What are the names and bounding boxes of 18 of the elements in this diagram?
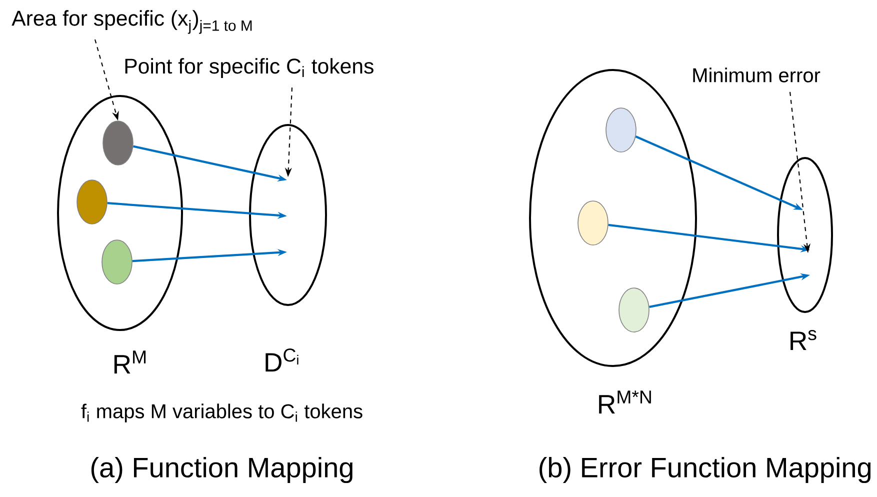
set-ellipse <box>777 157 833 313</box>
description-text: f$_{i}$ maps M variables to C$_{i}$ tokens <box>81 404 362 422</box>
subfigure-caption: (b) Error Function Mapping <box>540 456 871 484</box>
set-label: R$^{M}$ <box>114 350 146 374</box>
element-circle <box>578 200 608 246</box>
element-circle <box>102 240 132 284</box>
set-ellipse <box>249 124 327 306</box>
callout-text: Minimum error <box>693 68 820 82</box>
callout-text: $\text{Area for specific (x}_{\text{j}}\text{)}_{\text{j=1 to M}}$ <box>12 10 252 34</box>
element-circle <box>76 180 108 224</box>
set-label: R$^{s}$ <box>790 330 816 350</box>
element-circle <box>102 120 134 166</box>
element-circle <box>606 108 636 152</box>
subfigure-caption: (a) Function Mapping <box>91 456 352 484</box>
callout-text: Point for specific C$_{i}$ tokens <box>125 58 374 78</box>
set-label: R$^{M*N}$ <box>599 390 651 414</box>
element-circle <box>618 288 650 332</box>
set-label: $\mathrm{D}^{\mathrm{C}_{\mathrm{i}}}$ <box>266 348 298 372</box>
